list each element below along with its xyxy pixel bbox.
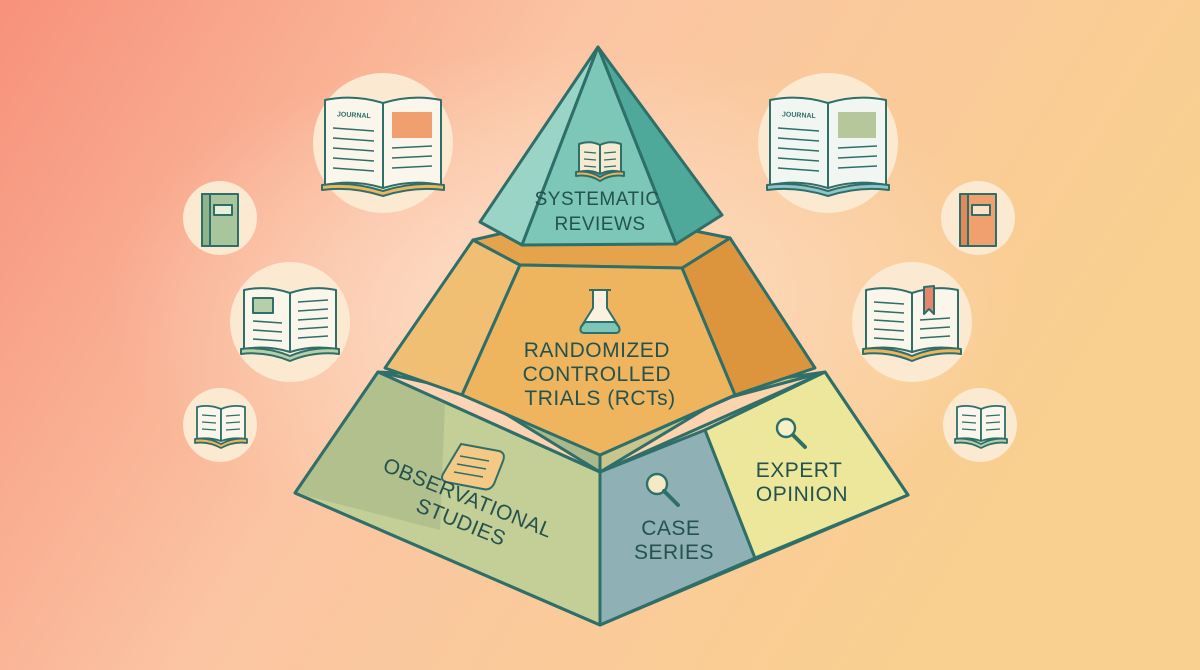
open-book-icon [194, 404, 248, 449]
scroll-icon [441, 443, 505, 491]
observational-studies-shade [295, 372, 445, 530]
side-icon-left-4 [183, 388, 257, 462]
journal-book-icon [766, 96, 890, 197]
side-icon-left-3 [230, 262, 350, 382]
bottom-tier-outline [293, 370, 910, 627]
side-icon-right-3 [852, 262, 972, 382]
open-book-icon [575, 141, 625, 182]
closed-book-icon [959, 193, 997, 247]
journal-label: JOURNAL [782, 111, 817, 120]
flask-icon [579, 289, 621, 334]
side-icon-right-2 [941, 181, 1015, 255]
rct-front-face [460, 263, 737, 457]
side-icon-right-1: JOURNAL [758, 73, 898, 213]
label-systematic-reviews: SYSTEMATIC REVIEWS [535, 189, 666, 235]
open-book-bookmark-icon [862, 285, 962, 362]
magnifier-icon [645, 472, 680, 507]
journal-label: JOURNAL [337, 111, 372, 120]
side-icon-left-2 [183, 181, 257, 255]
open-book-icon [240, 287, 340, 362]
label-case-series: CASE SERIES [634, 517, 714, 564]
open-book-icon [954, 404, 1008, 449]
closed-book-icon [201, 193, 239, 247]
label-expert-opinion: EXPERT OPINION [756, 459, 849, 506]
side-icon-right-4 [943, 388, 1017, 462]
pyramid [293, 45, 910, 627]
label-randomized-controlled-trials: RANDOMIZED CONTROLLED TRIALS (RCTs) [523, 339, 678, 410]
journal-book-icon [321, 96, 445, 197]
side-icon-left-1: JOURNAL [313, 73, 453, 213]
bottom-tier [293, 370, 910, 627]
magnifier-icon [775, 417, 807, 449]
